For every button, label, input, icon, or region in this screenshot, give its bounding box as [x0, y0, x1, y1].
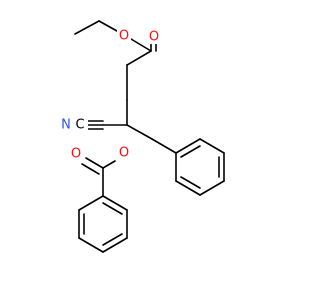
bond-ester-o-carbonyl-c	[130, 38, 152, 52]
bond-ring-left-1	[102, 195, 128, 211]
bond-ethyl-ch2-o	[98, 20, 118, 32]
bond-alpha-to-benzyl-ch2	[126, 124, 153, 140]
bond-benzoate-carbonyl-double-2	[81, 163, 100, 175]
atom-label-ester-ether-o: O	[117, 29, 131, 44]
bond-ring-left-4	[78, 237, 104, 253]
phenyl-ring-right	[175, 138, 225, 196]
bond-ring-left-3	[102, 237, 128, 253]
atom-o-ester-carbonyl: O	[149, 30, 159, 45]
bond-ring-right-inner-3	[180, 176, 201, 189]
molecule-structure-diagram: O O N C O O	[58, 20, 225, 253]
atom-label-benzoate-ether-o: O	[117, 146, 131, 161]
atom-c-nitrile: C	[75, 118, 84, 133]
bond-ring-right-4	[199, 180, 225, 196]
atom-o-benzoate-carbonyl: O	[71, 147, 81, 162]
bond-ethyl-ch3-ch2	[74, 20, 100, 35]
phenyl-ring-left	[78, 195, 128, 253]
atom-label-nitrile: N C	[58, 118, 88, 133]
bond-ring-right-1	[175, 138, 201, 154]
bond-ester-carbonyl-c-alpha	[126, 50, 152, 66]
bond-benzyl-ch2-to-ring	[151, 138, 177, 154]
atom-o-benzoate-ether: O	[119, 146, 129, 161]
bond-benzoate-o-to-carbonyl-c	[102, 160, 116, 169]
bond-ring-right-inner-1	[180, 145, 201, 158]
bond-ring-left-inner-2	[102, 233, 123, 246]
bond-benzoate-carbonyl-double-1	[85, 157, 104, 169]
bond-ring-right-5	[175, 180, 201, 196]
atom-n-nitrile: N	[61, 118, 71, 133]
atom-label-benzoate-carbonyl-o: O	[69, 147, 83, 162]
atom-label-ester-carbonyl-o: O	[147, 30, 161, 45]
bond-ring-left-6	[78, 195, 104, 211]
atom-o-ester-ether: O	[119, 29, 129, 44]
bond-ring-right-2	[199, 138, 225, 154]
bond-ring-left-inner-1	[102, 202, 123, 215]
